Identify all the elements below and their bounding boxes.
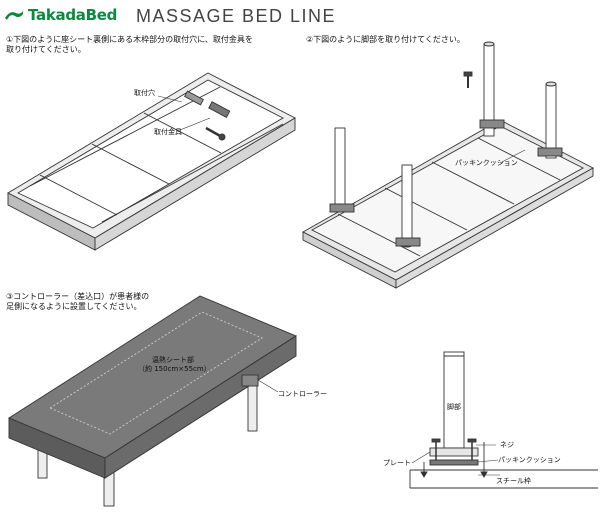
logo-mark-icon xyxy=(5,11,23,20)
brand-logo: TakadaBed xyxy=(4,6,117,24)
detail-label-screw: ネジ xyxy=(500,441,514,449)
detail-label-plate: プレート xyxy=(383,459,411,467)
step3-label-heater-2: （約 150cm×55cm） xyxy=(138,365,211,373)
page-title: MASSAGE BED LINE xyxy=(136,6,337,26)
step3-line1: ③コントローラー（差込口）が患者様の xyxy=(6,292,150,301)
detail-label-frame: スチール枠 xyxy=(496,477,531,485)
detail-label-leg: 脚部 xyxy=(447,403,461,411)
step1-line1: ①下図のように座シート裏側にある木枠部分の取付穴に、取付金具を xyxy=(6,35,253,44)
step3-instructions: ③コントローラー（差込口）が患者様の 足側になるように設置してください。 xyxy=(6,292,149,312)
step1-instructions: ①下図のように座シート裏側にある木枠部分の取付穴に、取付金具を 取り付けてくださ… xyxy=(6,35,253,55)
detail-label-cushion: パッキンクッション xyxy=(498,456,561,464)
step2-instructions: ②下図のように脚部を取り付けてください。 xyxy=(306,35,465,44)
step3-line2: 足側になるように設置してください。 xyxy=(6,302,142,311)
step1-line2: 取り付けてください。 xyxy=(6,45,86,54)
step3-label-controller: コントローラー xyxy=(278,390,327,398)
step1-label-hole: 取付穴 xyxy=(134,89,155,97)
step3-label-heater-1: 温熱シート部 xyxy=(152,356,194,364)
step1-label-bracket: 取付金具 xyxy=(154,128,182,136)
step2-label-cushion: パッキンクッション xyxy=(455,159,518,167)
logo-text: TakadaBed xyxy=(28,6,118,24)
